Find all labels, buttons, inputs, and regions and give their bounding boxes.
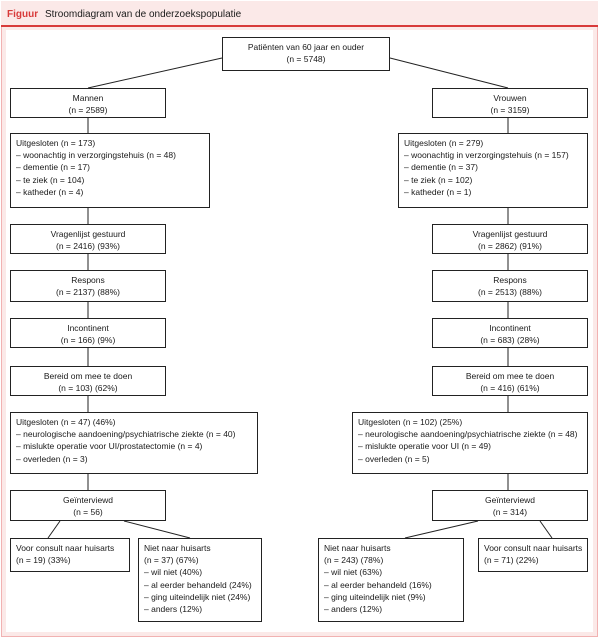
men-excluded2-item: – neurologische aandoening/psychiatrisch… bbox=[16, 429, 236, 440]
women-group-line1: Vrouwen bbox=[493, 93, 527, 103]
men-consult-line1: Voor consult naar huisarts bbox=[16, 543, 115, 553]
women-response-line1: Respons bbox=[493, 275, 527, 285]
women-excluded2-item: – overleden (n = 5) bbox=[358, 453, 430, 464]
men-excluded1-item: – woonachtig in verzorgingstehuis (n = 4… bbox=[16, 150, 176, 161]
top-box: Patiënten van 60 jaar en ouder (n = 5748… bbox=[222, 37, 390, 71]
connector-men-notgp bbox=[123, 520, 191, 539]
men-excluded2-box: Uitgesloten (n = 47) (46%) – neurologisc… bbox=[10, 412, 258, 474]
men-excluded1-item: – katheder (n = 4) bbox=[16, 186, 84, 197]
men-notgp-item: – anders (12%) bbox=[144, 604, 203, 615]
women-incontinent-line2: (n = 683) (28%) bbox=[480, 335, 540, 346]
women-excluded1-item: – woonachtig in verzorgingstehuis (n = 1… bbox=[404, 150, 569, 161]
men-interviewed-box: Geïnterviewd (n = 56) bbox=[10, 490, 166, 521]
men-interviewed-line1: Geïnterviewd bbox=[62, 495, 114, 505]
figure-title: Stroomdiagram van de onderzoekspopulatie bbox=[45, 9, 242, 20]
top-line1: Patiënten van 60 jaar en ouder bbox=[247, 42, 365, 52]
women-incontinent-box: Incontinent (n = 683) (28%) bbox=[432, 318, 588, 348]
women-group-box: Vrouwen (n = 3159) bbox=[432, 88, 588, 118]
women-notgp-item: – al eerder behandeld (16%) bbox=[324, 579, 432, 590]
figure-label: Figuur bbox=[7, 9, 39, 20]
men-response-line2: (n = 2137) (88%) bbox=[55, 287, 121, 298]
men-excluded2-item: – overleden (n = 3) bbox=[16, 453, 88, 464]
women-questionnaire-line2: (n = 2862) (91%) bbox=[477, 241, 543, 252]
men-consult-line2: (n = 19) (33%) bbox=[16, 555, 71, 566]
women-excluded1-title: Uitgesloten (n = 279) bbox=[404, 138, 484, 148]
women-interviewed-box: Geïnterviewd (n = 314) bbox=[432, 490, 588, 521]
women-response-box: Respons (n = 2513) (88%) bbox=[432, 270, 588, 302]
men-excluded2-title: Uitgesloten (n = 47) (46%) bbox=[16, 417, 116, 427]
men-notgp-item: – wil niet (40%) bbox=[144, 567, 203, 578]
connector-top-women bbox=[389, 57, 509, 89]
women-excluded2-item: – mislukte operatie voor UI (n = 49) bbox=[358, 441, 491, 452]
men-interviewed-line2: (n = 56) bbox=[73, 507, 103, 518]
women-willing-line1: Bereid om mee te doen bbox=[465, 371, 555, 381]
women-interviewed-line1: Geïnterviewd bbox=[484, 495, 536, 505]
men-willing-line1: Bereid om mee te doen bbox=[43, 371, 133, 381]
men-group-line1: Mannen bbox=[72, 93, 104, 103]
men-incontinent-box: Incontinent (n = 166) (9%) bbox=[10, 318, 166, 348]
connector-men-consult bbox=[47, 520, 61, 539]
men-questionnaire-box: Vragenlijst gestuurd (n = 2416) (93%) bbox=[10, 224, 166, 254]
men-willing-box: Bereid om mee te doen (n = 103) (62%) bbox=[10, 366, 166, 396]
men-excluded1-item: – te ziek (n = 104) bbox=[16, 174, 85, 185]
women-consult-box: Voor consult naar huisarts (n = 71) (22%… bbox=[478, 538, 588, 572]
women-group-line2: (n = 3159) bbox=[490, 105, 530, 116]
women-notgp-item: (n = 243) (78%) bbox=[324, 555, 384, 566]
men-questionnaire-line2: (n = 2416) (93%) bbox=[55, 241, 121, 252]
women-interviewed-line2: (n = 314) bbox=[492, 507, 528, 518]
women-consult-line1: Voor consult naar huisarts bbox=[484, 543, 583, 553]
figure-header: Figuur Stroomdiagram van de onderzoekspo… bbox=[1, 1, 598, 27]
women-incontinent-line1: Incontinent bbox=[489, 323, 531, 333]
women-consult-line2: (n = 71) (22%) bbox=[484, 555, 539, 566]
men-questionnaire-line1: Vragenlijst gestuurd bbox=[50, 229, 126, 239]
men-response-line1: Respons bbox=[71, 275, 105, 285]
men-notgp-item: – al eerder behandeld (24%) bbox=[144, 579, 252, 590]
men-notgp-title: Niet naar huisarts bbox=[144, 543, 211, 553]
women-excluded1-box: Uitgesloten (n = 279) – woonachtig in ve… bbox=[398, 133, 588, 208]
men-notgp-box: Niet naar huisarts (n = 37) (67%) – wil … bbox=[138, 538, 262, 622]
women-excluded1-item: – te ziek (n = 102) bbox=[404, 174, 473, 185]
women-notgp-box: Niet naar huisarts (n = 243) (78%) – wil… bbox=[318, 538, 464, 622]
men-consult-box: Voor consult naar huisarts (n = 19) (33%… bbox=[10, 538, 130, 572]
women-excluded1-item: – dementie (n = 37) bbox=[404, 162, 478, 173]
men-excluded1-item: – dementie (n = 17) bbox=[16, 162, 90, 173]
women-willing-line2: (n = 416) (61%) bbox=[480, 383, 540, 394]
men-group-line2: (n = 2589) bbox=[68, 105, 108, 116]
men-group-box: Mannen (n = 2589) bbox=[10, 88, 166, 118]
women-excluded2-box: Uitgesloten (n = 102) (25%) – neurologis… bbox=[352, 412, 588, 474]
women-excluded1-item: – katheder (n = 1) bbox=[404, 186, 472, 197]
top-line2: (n = 5748) bbox=[286, 54, 326, 65]
men-willing-line2: (n = 103) (62%) bbox=[58, 383, 118, 394]
men-response-box: Respons (n = 2137) (88%) bbox=[10, 270, 166, 302]
men-excluded2-item: – mislukte operatie voor UI/prostatectom… bbox=[16, 441, 203, 452]
women-excluded2-title: Uitgesloten (n = 102) (25%) bbox=[358, 417, 463, 427]
women-excluded2-item: – neurologische aandoening/psychiatrisch… bbox=[358, 429, 578, 440]
men-excluded1-title: Uitgesloten (n = 173) bbox=[16, 138, 96, 148]
women-notgp-title: Niet naar huisarts bbox=[324, 543, 391, 553]
women-notgp-item: – wil niet (63%) bbox=[324, 567, 383, 578]
women-response-line2: (n = 2513) (88%) bbox=[477, 287, 543, 298]
men-notgp-item: – ging uiteindelijk niet (24%) bbox=[144, 591, 251, 602]
women-questionnaire-box: Vragenlijst gestuurd (n = 2862) (91%) bbox=[432, 224, 588, 254]
men-incontinent-line1: Incontinent bbox=[67, 323, 109, 333]
connector-top-men bbox=[87, 57, 223, 89]
women-questionnaire-line1: Vragenlijst gestuurd bbox=[472, 229, 548, 239]
men-notgp-item: (n = 37) (67%) bbox=[144, 555, 199, 566]
men-incontinent-line2: (n = 166) (9%) bbox=[60, 335, 116, 346]
women-notgp-item: – ging uiteindelijk niet (9%) bbox=[324, 591, 426, 602]
men-excluded1-box: Uitgesloten (n = 173) – woonachtig in ve… bbox=[10, 133, 210, 208]
connector-women-notgp bbox=[404, 520, 479, 539]
connector-women-consult bbox=[539, 520, 553, 539]
women-willing-box: Bereid om mee te doen (n = 416) (61%) bbox=[432, 366, 588, 396]
women-notgp-item: – anders (12%) bbox=[324, 604, 383, 615]
